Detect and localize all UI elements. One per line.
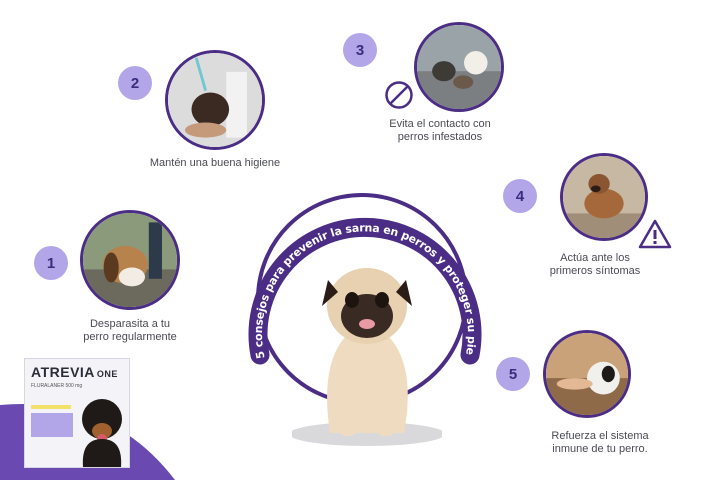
scratching-dog-photo [560, 153, 648, 241]
tip-2-number: 2 [118, 66, 152, 100]
tip-3-caption: Evita el contacto con perros infestados [355, 118, 525, 144]
tip-3-caption-line2: perros infestados [397, 131, 483, 143]
tip-4-caption: Actúa ante los primeros síntomas [520, 252, 670, 278]
tip-1-caption-line2: perro regularmente [83, 331, 177, 343]
tip-2-caption: Mantén una buena higiene [115, 157, 315, 170]
tip-3-caption-line1: Evita el contacto con [389, 118, 491, 130]
tip-1-caption-line1: Desparasita a tu [89, 318, 171, 330]
tip-5-caption-line1: Refuerza el sistema [551, 430, 649, 442]
product-subtitle: FLURALANER 500 mg [31, 383, 83, 389]
tip-4-caption-line2: primeros síntomas [549, 265, 641, 277]
tip-4-caption-line1: Actúa ante los [560, 252, 630, 264]
hand-and-dog-photo [543, 330, 631, 418]
rottweiler-photo [82, 399, 122, 467]
tip-5-caption: Refuerza el sistema inmune de tu perro. [510, 430, 690, 456]
beagle-photo [80, 210, 180, 310]
warning-icon [638, 219, 672, 249]
tip-1-caption: Desparasita a tu perro regularmente [60, 318, 200, 344]
tip-5-caption-line2: inmune de tu perro. [552, 443, 648, 455]
prohibited-icon [385, 81, 413, 109]
tip-4-number: 4 [503, 179, 537, 213]
tip-3-number: 3 [343, 33, 377, 67]
pug-photo [289, 258, 445, 448]
tip-5-number: 5 [496, 357, 530, 391]
tip-2-caption-line1: Mantén una buena higiene [149, 157, 281, 169]
bathing-dog-photo [165, 50, 265, 150]
street-dogs-photo [414, 22, 504, 112]
tip-1-number: 1 [34, 246, 68, 280]
